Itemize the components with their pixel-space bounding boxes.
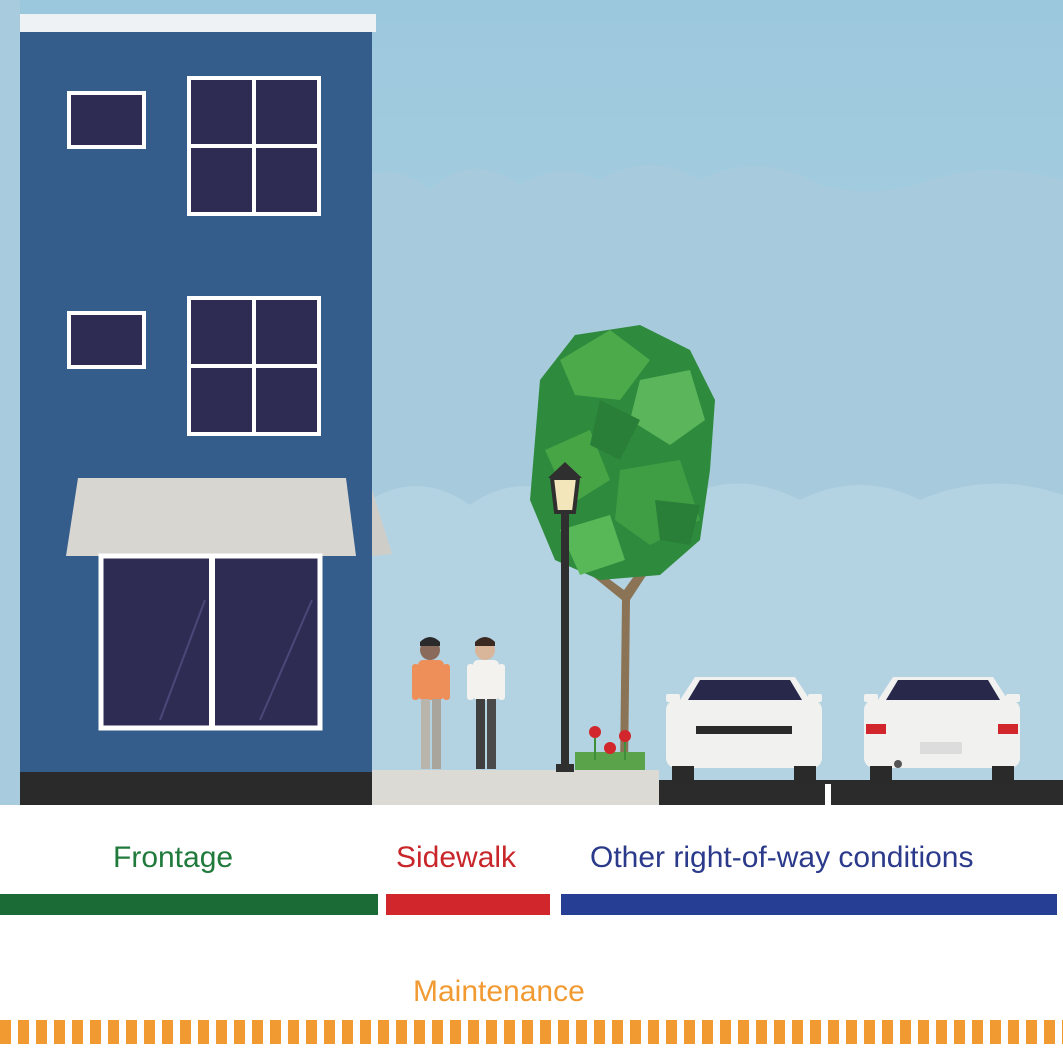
lane-marking [825,784,831,805]
window-icon [187,76,321,216]
left-sky-strip [0,0,20,805]
maintenance-label: Maintenance [413,975,585,1008]
storefront-window-icon [98,553,323,731]
frontage-bar [0,894,378,915]
awning-icon [66,478,392,556]
window-icon [187,296,321,436]
pedestrian-icon [412,637,450,769]
sidewalk-label: Sidewalk [396,841,517,874]
sidewalk-pavement [372,770,659,805]
tree-icon [530,325,715,770]
car-icon [666,677,822,784]
street-lamp-icon [548,462,582,772]
window-icon [67,91,146,149]
road [659,780,1063,805]
other-right-of-way-label: Other right-of-way conditions [590,841,974,874]
street-scene [0,0,1063,805]
flowers-icon [575,726,645,770]
pedestrian-icon [467,637,505,769]
frontage-label: Frontage [113,841,234,874]
sidewalk-bar [386,894,550,915]
car-icon [864,677,1020,784]
maintenance-dashed-bar [0,1020,1063,1044]
other-right-of-way-bar [561,894,1057,915]
window-icon [67,311,146,369]
